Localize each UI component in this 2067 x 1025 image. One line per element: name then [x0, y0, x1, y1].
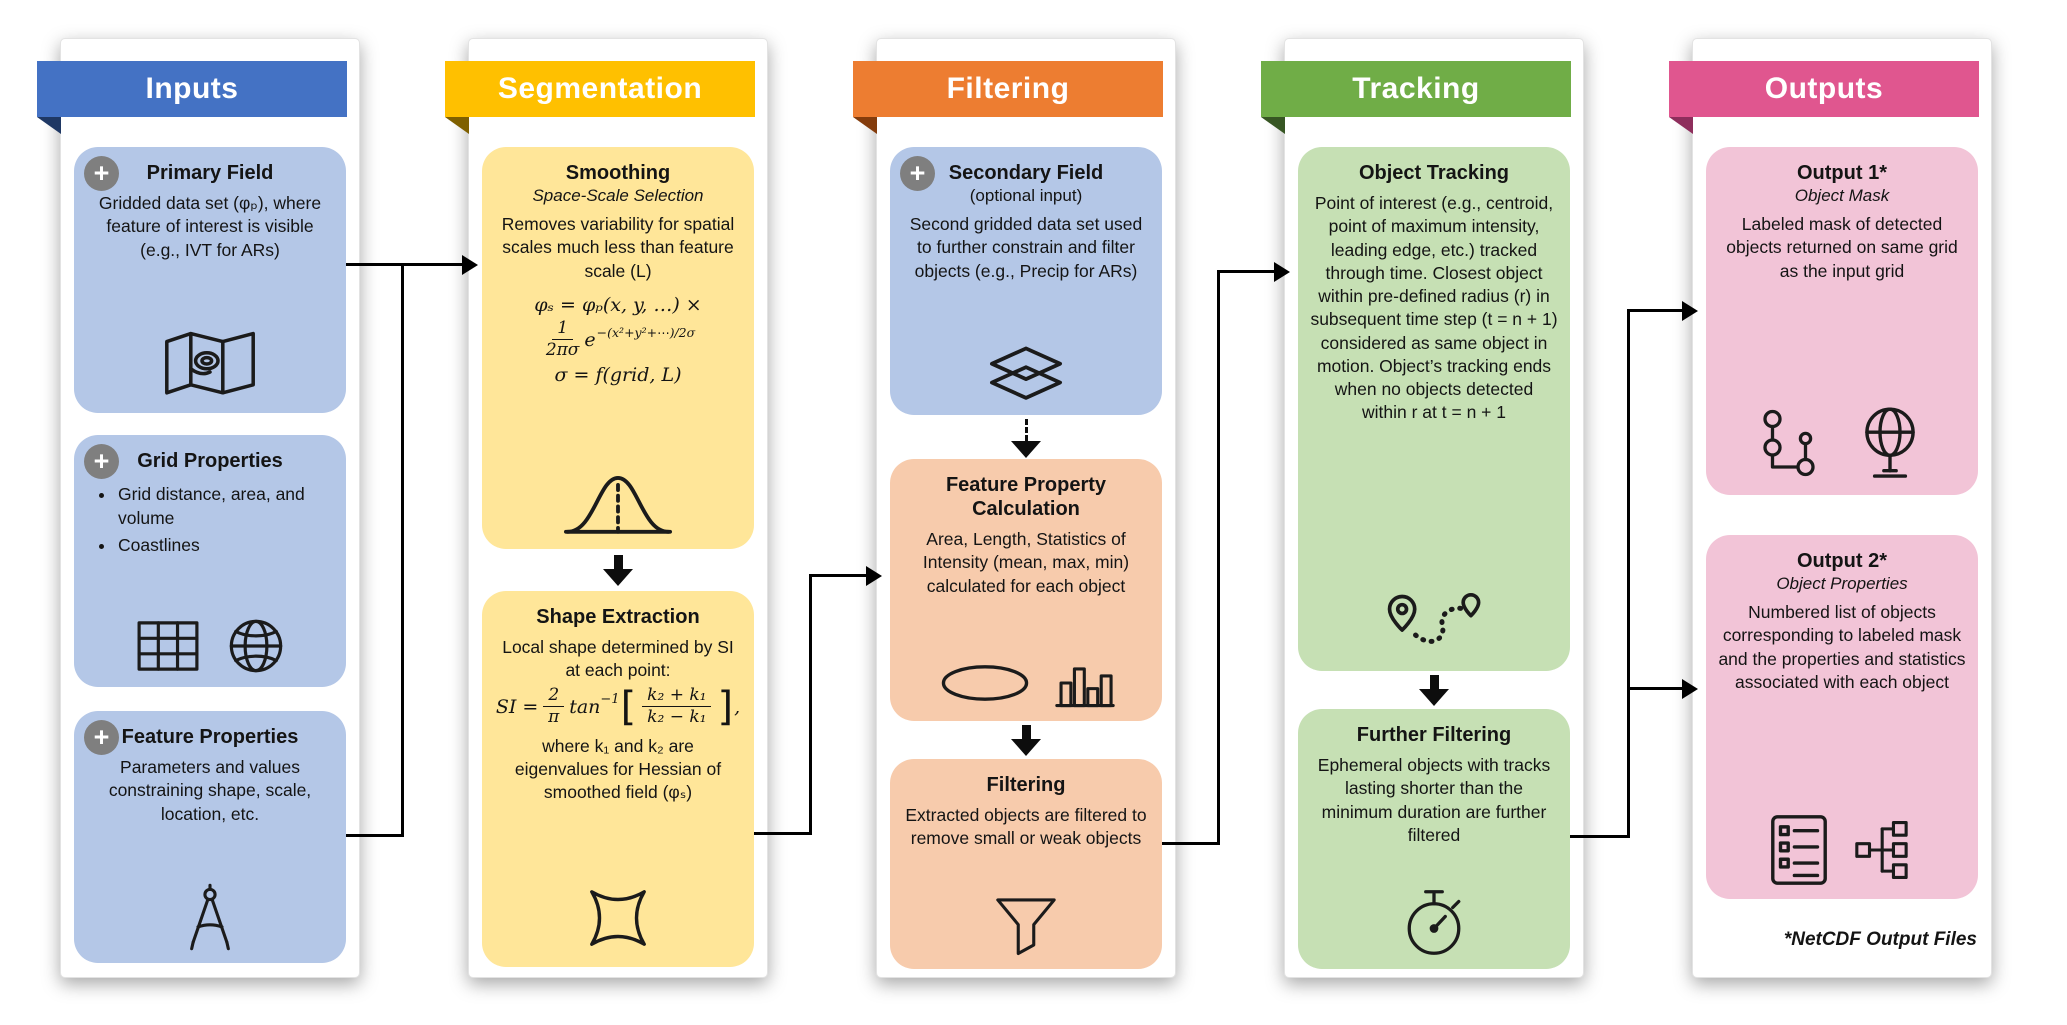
smoothing-formula: φₛ = φₚ(x, y, …) × 1 2πσ e−(x²+y²+⋯)/2σ … — [534, 293, 702, 386]
gaussian-curve-icon — [563, 476, 673, 534]
feature-property-calculation-box: Feature Property Calculation Area, Lengt… — [890, 459, 1162, 721]
globe-stand-icon — [1865, 407, 1915, 478]
tracking-header-banner: Tracking — [1261, 61, 1571, 117]
filtering-column: Filtering + Secondary Field (optional in… — [853, 38, 1176, 978]
outputs-header-banner: Outputs — [1669, 61, 1979, 117]
grid-icon — [137, 621, 199, 671]
output2-body: Numbered list of objects corresponding t… — [1718, 602, 1966, 692]
output2-title: Output 2* — [1797, 550, 1887, 572]
grid-properties-box: + Grid Properties Grid distance, area, a… — [74, 435, 346, 687]
connector-line — [809, 574, 812, 835]
smoothing-title: Smoothing — [565, 162, 671, 184]
grid-properties-title: Grid Properties — [137, 450, 283, 472]
down-arrow-icon — [603, 555, 633, 586]
object-tracking-title: Object Tracking — [1358, 162, 1510, 184]
globe-icon — [229, 619, 283, 673]
saddle-shape-icon — [590, 890, 646, 946]
plus-icon: + — [84, 156, 119, 191]
inputs-column: Inputs + Primary Field Gridded data set … — [37, 38, 360, 978]
feature-properties-body: Parameters and values constraining shape… — [108, 757, 312, 824]
ellipse-object-icon — [941, 665, 1029, 701]
output1-body: Labeled mask of detected objects returne… — [1726, 214, 1958, 281]
object-tracking-box: Object Tracking Point of interest (e.g.,… — [1298, 147, 1570, 671]
connector-line — [1217, 270, 1220, 845]
shape-extraction-body: Local shape determined by SI at each poi… — [502, 637, 734, 681]
connector-line — [401, 263, 404, 837]
properties-tree-icon — [1855, 820, 1908, 880]
shape-extraction-note: where k₁ and k₂ are eigenvalues for Hess… — [514, 735, 722, 803]
connector-line — [1627, 687, 1682, 690]
further-filtering-body: Ephemeral objects with tracks lasting sh… — [1317, 755, 1551, 845]
segmentation-column: Segmentation Smoothing Space-Scale Selec… — [445, 38, 768, 978]
secondary-field-title: Secondary Field — [948, 162, 1104, 184]
object-nodes-icon — [1763, 409, 1815, 477]
connector-line — [809, 574, 866, 577]
output1-box: Output 1* Object Mask Labeled mask of de… — [1706, 147, 1978, 495]
connector-line — [1627, 309, 1682, 312]
further-filtering-title: Further Filtering — [1356, 724, 1512, 746]
compass-icon — [190, 883, 230, 951]
bar-chart-icon — [1055, 667, 1115, 708]
smoothing-body: Removes variability for spatial scales m… — [501, 214, 735, 281]
filtering-banner-fold — [853, 117, 877, 134]
list-document-icon — [1771, 815, 1827, 885]
further-filtering-box: Further Filtering Ephemeral objects with… — [1298, 709, 1570, 969]
filtering-step-title: Filtering — [986, 774, 1066, 796]
output1-title: Output 1* — [1797, 162, 1887, 184]
down-arrow-icon — [1011, 725, 1041, 756]
tracking-banner-fold — [1261, 117, 1285, 134]
secondary-field-subtitle: (optional input) — [969, 186, 1083, 205]
smoothing-box: Smoothing Space-Scale Selection Removes … — [482, 147, 754, 549]
segmentation-banner-fold — [445, 117, 469, 134]
tracking-column: Tracking Object Tracking Point of intere… — [1261, 38, 1584, 978]
tracking-path-icon — [1387, 592, 1481, 644]
funnel-icon — [996, 898, 1056, 956]
map-icon — [165, 331, 255, 395]
grid-properties-bullet: Grid distance, area, and volume — [116, 483, 334, 530]
layers-icon — [990, 346, 1062, 400]
plus-icon: + — [84, 444, 119, 479]
inputs-banner-fold — [37, 117, 61, 134]
connector-line — [401, 263, 462, 266]
outputs-column: Outputs Output 1* Object Mask Labeled ma… — [1669, 38, 1992, 978]
grid-properties-bullet: Coastlines — [116, 534, 334, 558]
output1-subtitle: Object Mask — [1794, 186, 1890, 205]
output2-subtitle: Object Properties — [1776, 574, 1908, 593]
feature-property-calculation-body: Area, Length, Statistics of Intensity (m… — [922, 529, 1130, 596]
si-formula: SI = 2 π tan−1 [ k₂ + k₁ k₂ − k₁ ] , — [495, 683, 741, 730]
netcdf-footer-note: *NetCDF Output Files — [1783, 929, 1977, 950]
feature-properties-title: Feature Properties — [121, 726, 299, 748]
feature-property-calculation-title: Feature Property Calculation — [945, 474, 1107, 520]
dashed-down-arrow-icon — [1011, 419, 1041, 458]
filtering-header-banner: Filtering — [853, 61, 1163, 117]
plus-icon: + — [84, 720, 119, 755]
shape-extraction-box: Shape Extraction Local shape determined … — [482, 591, 754, 967]
output2-box: Output 2* Object Properties Numbered lis… — [1706, 535, 1978, 899]
outputs-banner-fold — [1669, 117, 1693, 134]
secondary-field-body: Second gridded data set used to further … — [909, 214, 1143, 281]
inputs-header-banner: Inputs — [37, 61, 347, 117]
stopwatch-icon — [1407, 890, 1461, 955]
connector-line — [1627, 309, 1630, 838]
smoothing-subtitle: Space-Scale Selection — [532, 186, 704, 205]
filtering-step-body: Extracted objects are filtered to remove… — [905, 805, 1147, 849]
connector-line — [1217, 270, 1274, 273]
shape-extraction-title: Shape Extraction — [536, 606, 700, 628]
down-arrow-icon — [1419, 675, 1449, 706]
filtering-step-box: Filtering Extracted objects are filtered… — [890, 759, 1162, 969]
segmentation-header-banner: Segmentation — [445, 61, 755, 117]
grid-properties-list: Grid distance, area, and volume Coastlin… — [116, 483, 334, 562]
primary-field-box: + Primary Field Gridded data set (φₚ), w… — [74, 147, 346, 413]
feature-properties-box: + Feature Properties Parameters and valu… — [74, 711, 346, 963]
plus-icon: + — [900, 156, 935, 191]
secondary-field-box: + Secondary Field (optional input) Secon… — [890, 147, 1162, 415]
primary-field-body: Gridded data set (φₚ), where feature of … — [98, 193, 322, 260]
primary-field-title: Primary Field — [146, 162, 274, 184]
object-tracking-body: Point of interest (e.g., centroid, point… — [1310, 193, 1558, 423]
